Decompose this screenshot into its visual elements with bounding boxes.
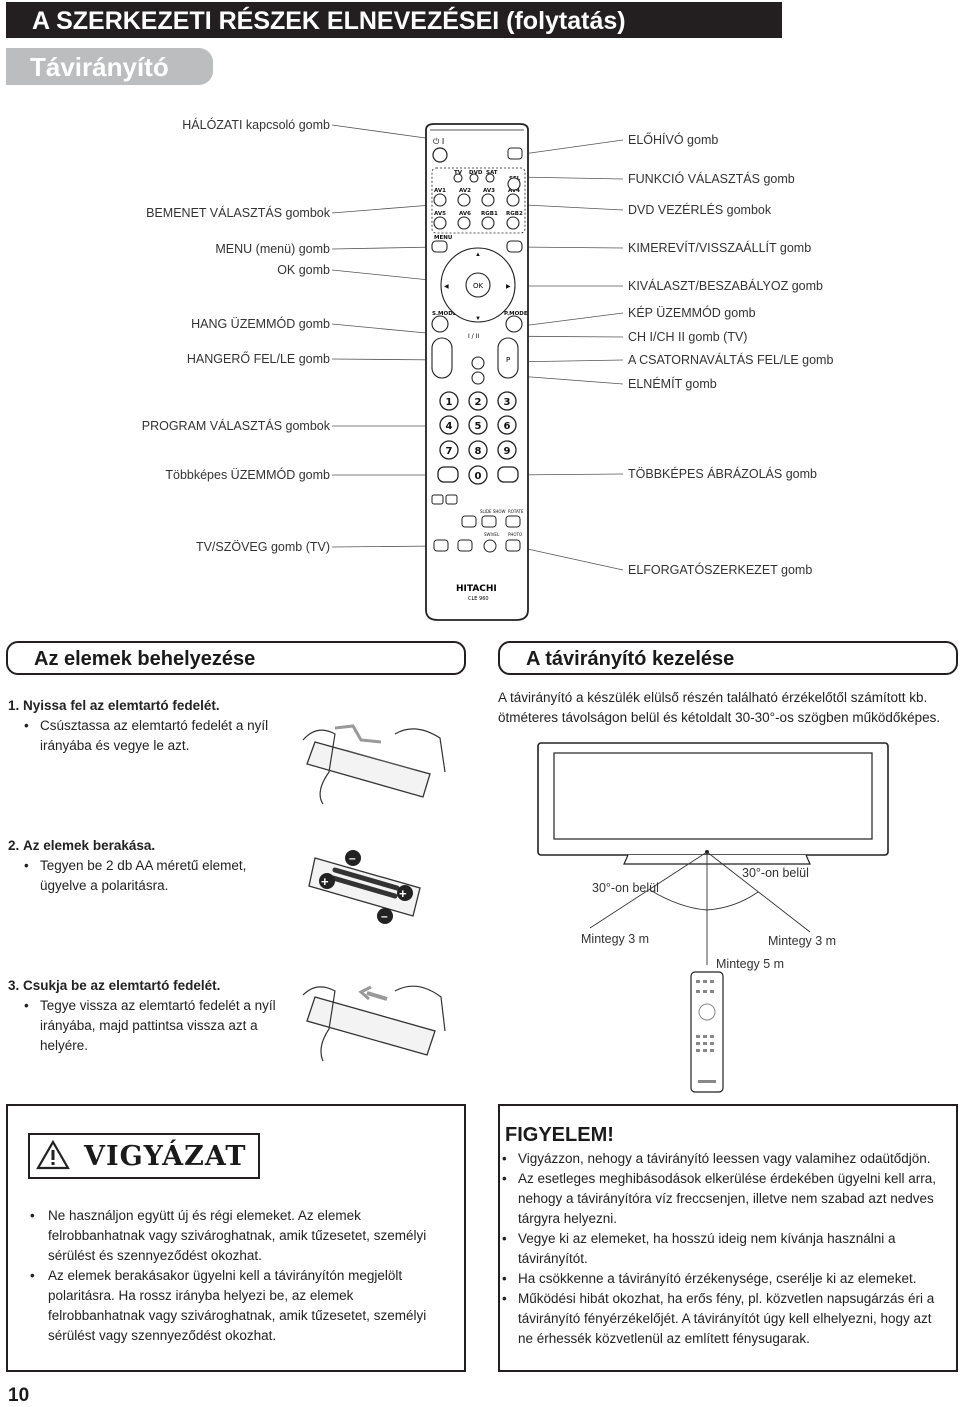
svg-text:▶: ▶ <box>506 284 511 290</box>
range-diagram <box>537 742 889 1093</box>
label-multi-mode: Többképes ÜZEMMÓD gomb <box>165 468 330 482</box>
svg-text:6: 6 <box>504 421 511 432</box>
func-tv: TV <box>454 170 463 176</box>
distance-left-label: Mintegy 3 m <box>581 932 650 946</box>
notice-item: Működési hibát okozhat, ha erős fény, pl… <box>500 1289 950 1349</box>
svg-text:CLE 960: CLE 960 <box>468 596 489 602</box>
svg-text:AV3: AV3 <box>483 188 495 194</box>
svg-text:RGB1: RGB1 <box>481 211 498 217</box>
page-title: A SZERKEZETI RÉSZEK ELNEVEZÉSEI (folytat… <box>6 2 782 38</box>
svg-text:◀: ◀ <box>444 284 449 290</box>
section-tab: Távirányító <box>6 48 213 85</box>
svg-text:AV5: AV5 <box>434 211 446 217</box>
warning-title: VIGYÁZAT <box>28 1133 260 1179</box>
svg-text:▼: ▼ <box>475 316 481 322</box>
distance-center-label: Mintegy 5 m <box>716 957 785 971</box>
svg-text:8: 8 <box>475 446 482 457</box>
svg-text:ROTATE: ROTATE <box>508 509 524 514</box>
label-ok: OK gomb <box>277 263 330 277</box>
notice-item: Vegye ki az elemeket, ha hosszú ideig ne… <box>500 1229 950 1269</box>
notice-title: FIGYELEM! <box>505 1124 614 1146</box>
svg-text:P: P <box>506 356 510 364</box>
func-sat: SAT <box>486 170 498 176</box>
svg-text:–: – <box>349 851 356 865</box>
svg-text:S.MODE: S.MODE <box>432 311 457 317</box>
label-swivel: ELFORGATÓSZERKEZET gomb <box>628 563 813 577</box>
svg-text:3: 3 <box>504 397 511 408</box>
label-mute: ELNÉMÍT gomb <box>628 377 717 391</box>
angle-right-label: 30°-on belül <box>742 866 809 880</box>
notice-box <box>498 1104 958 1372</box>
svg-text:⏻ I: ⏻ I <box>433 137 444 146</box>
svg-text:+: + <box>321 874 329 889</box>
angle-left-label: 30°-on belül <box>592 881 659 895</box>
remote-control-illustration: ⏻ I TV DVD SAT SEL AV1 AV2 AV3 AV4 AV5 A… <box>425 123 529 621</box>
svg-text:AV6: AV6 <box>459 211 471 217</box>
notice-item: Ha csökkenne a távirányító érzékenysége,… <box>500 1269 950 1289</box>
label-smode: HANG ÜZEMMÓD gomb <box>191 317 330 331</box>
open-cover-illustration <box>302 724 446 805</box>
notice-item: Vigyázzon, nehogy a távirányító leessen … <box>500 1149 950 1169</box>
svg-text:+: + <box>399 886 407 901</box>
label-input: BEMENET VÁLASZTÁS gombok <box>146 206 330 220</box>
distance-right-label: Mintegy 3 m <box>768 934 837 948</box>
svg-text:I / II: I / II <box>468 333 479 340</box>
svg-text:2: 2 <box>475 397 482 408</box>
notice-list: Vigyázzon, nehogy a távirányító leessen … <box>500 1149 950 1349</box>
svg-text:–: – <box>381 909 388 923</box>
svg-text:9: 9 <box>504 446 511 457</box>
battery-step-1: 1. Nyissa fel az elemtartó fedelét. Csús… <box>8 696 293 756</box>
svg-text:P.MODE: P.MODE <box>504 311 528 317</box>
label-dvd: DVD VEZÉRLÉS gombok <box>628 203 772 217</box>
warning-icon <box>36 1140 70 1170</box>
svg-text:MENU: MENU <box>434 235 452 241</box>
svg-text:AV1: AV1 <box>434 188 446 194</box>
svg-text:AV4: AV4 <box>508 188 520 194</box>
notice-item: Az esetleges meghibásodások elkerülése é… <box>500 1169 950 1229</box>
svg-text:OK: OK <box>473 282 484 290</box>
label-tv-text: TV/SZÖVEG gomb (TV) <box>195 540 330 554</box>
label-select: KIVÁLASZT/BESZABÁLYOZ gomb <box>628 279 823 293</box>
label-volume: HANGERŐ FEL/LE gomb <box>186 352 330 366</box>
svg-text:4: 4 <box>446 421 453 432</box>
warning-list: Ne használjon együtt új és régi elemeket… <box>28 1206 453 1346</box>
svg-text:7: 7 <box>446 446 453 457</box>
battery-step-3: 3. Csukja be az elemtartó fedelét. Tegye… <box>8 976 293 1056</box>
battery-step-2: 2. Az elemek berakása. Tegyen be 2 db AA… <box>8 836 293 896</box>
label-ch: CH I/CH II gomb (TV) <box>628 330 748 344</box>
label-channel: A CSATORNAVÁLTÁS FEL/LE gomb <box>628 353 834 367</box>
svg-text:0: 0 <box>475 471 482 482</box>
handling-text-2: ötméteres távolságon belül és kétoldalt … <box>498 710 941 725</box>
svg-text:RGB2: RGB2 <box>506 211 523 217</box>
page-number: 10 <box>8 1385 30 1406</box>
warning-item: Az elemek berakásakor ügyelni kell a táv… <box>28 1266 453 1346</box>
svg-text:HITACHI: HITACHI <box>456 584 497 594</box>
label-pmode: KÉP ÜZEMMÓD gomb <box>628 306 756 320</box>
label-power: HÁLÓZATI kapcsoló gomb <box>182 118 330 132</box>
svg-text:AV2: AV2 <box>459 188 471 194</box>
warning-box <box>6 1104 466 1372</box>
svg-text:5: 5 <box>475 421 482 432</box>
svg-text:SWIVEL: SWIVEL <box>484 532 500 537</box>
close-cover-illustration <box>302 985 446 1062</box>
svg-text:SLIDE SHOW: SLIDE SHOW <box>480 509 506 514</box>
handling-heading: A távirányító kezelése <box>498 641 958 675</box>
func-dvd: DVD <box>469 170 483 176</box>
handling-text-1: A távirányító a készülék elülső részén t… <box>498 690 928 705</box>
label-program: PROGRAM VÁLASZTÁS gombok <box>141 419 330 433</box>
label-function: FUNKCIÓ VÁLASZTÁS gomb <box>628 172 795 186</box>
svg-text:PHOTO: PHOTO <box>508 532 522 537</box>
label-recall: ELŐHÍVÓ gomb <box>628 133 719 147</box>
label-menu: MENU (menü) gomb <box>215 242 330 256</box>
warning-item: Ne használjon együtt új és régi elemeket… <box>28 1206 453 1266</box>
label-freeze: KIMEREVÍT/VISSZAÁLLÍT gomb <box>628 241 812 255</box>
label-multi-picture: TÖBBKÉPES ÁBRÁZOLÁS gomb <box>628 467 817 481</box>
insert-battery-illustration: – + + – <box>308 850 421 924</box>
svg-text:▲: ▲ <box>475 252 481 258</box>
svg-text:1: 1 <box>446 397 453 408</box>
batteries-heading: Az elemek behelyezése <box>6 641 466 675</box>
